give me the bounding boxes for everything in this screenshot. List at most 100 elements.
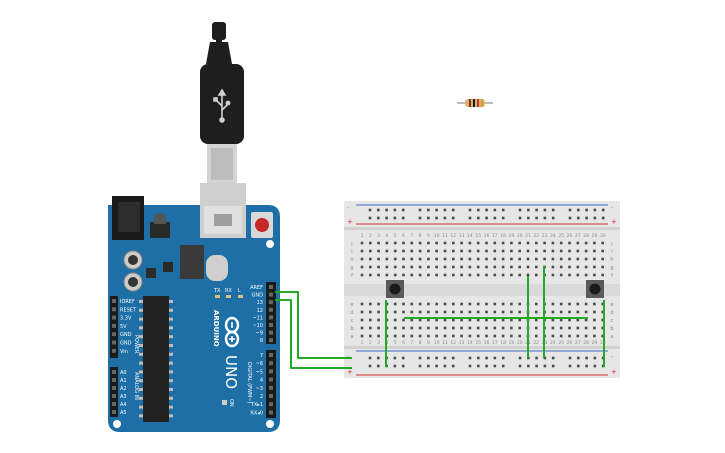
- breadboard-hole[interactable]: [493, 257, 497, 261]
- breadboard-hole[interactable]: [601, 265, 604, 269]
- breadboard-hole[interactable]: [443, 364, 447, 368]
- breadboard-hole[interactable]: [452, 265, 455, 269]
- breadboard-hole[interactable]: [526, 241, 530, 245]
- breadboard-hole[interactable]: [527, 208, 530, 212]
- breadboard-hole[interactable]: [460, 257, 463, 261]
- breadboard-hole[interactable]: [476, 265, 480, 269]
- breadboard-hole[interactable]: [443, 334, 447, 338]
- breadboard-hole[interactable]: [377, 265, 380, 269]
- breadboard-hole[interactable]: [601, 310, 604, 314]
- breadboard-hole[interactable]: [568, 241, 571, 245]
- breadboard-hole[interactable]: [451, 356, 455, 360]
- breadboard-hole[interactable]: [393, 208, 397, 212]
- breadboard-hole[interactable]: [510, 302, 513, 306]
- breadboard-hole[interactable]: [402, 241, 405, 245]
- breadboard-hole[interactable]: [410, 257, 414, 261]
- breadboard-hole[interactable]: [568, 334, 571, 338]
- breadboard-hole[interactable]: [593, 318, 596, 322]
- header-pin[interactable]: [269, 410, 273, 415]
- breadboard-hole[interactable]: [452, 257, 455, 261]
- breadboard-hole[interactable]: [410, 249, 414, 253]
- breadboard-hole[interactable]: [468, 241, 472, 245]
- header-pin[interactable]: [269, 385, 273, 390]
- breadboard-hole[interactable]: [460, 273, 463, 277]
- breadboard-hole[interactable]: [535, 310, 538, 314]
- breadboard-hole[interactable]: [360, 326, 364, 330]
- breadboard-hole[interactable]: [468, 273, 472, 277]
- breadboard-hole[interactable]: [418, 326, 422, 330]
- breadboard-hole[interactable]: [393, 216, 397, 220]
- breadboard-hole[interactable]: [385, 216, 388, 220]
- breadboard-hole[interactable]: [535, 364, 538, 368]
- breadboard-hole[interactable]: [402, 326, 405, 330]
- breadboard-hole[interactable]: [601, 334, 604, 338]
- breadboard-hole[interactable]: [393, 356, 397, 360]
- breadboard-hole[interactable]: [402, 257, 405, 261]
- wire-13-to-plus-rail[interactable]: [275, 299, 352, 369]
- breadboard-hole[interactable]: [402, 310, 405, 314]
- breadboard-hole[interactable]: [360, 310, 364, 314]
- breadboard-hole[interactable]: [551, 302, 555, 306]
- arduino-uno-board[interactable]: TX RX L ARDUINO UNO DIGITAL (PWM~) ON PO…: [108, 183, 280, 432]
- breadboard-hole[interactable]: [543, 208, 547, 212]
- breadboard-hole[interactable]: [468, 265, 472, 269]
- breadboard-hole[interactable]: [435, 249, 438, 253]
- breadboard-hole[interactable]: [543, 364, 547, 368]
- breadboard-hole[interactable]: [584, 265, 588, 269]
- breadboard-hole[interactable]: [584, 318, 588, 322]
- breadboard-hole[interactable]: [476, 318, 480, 322]
- breadboard-hole[interactable]: [427, 356, 430, 360]
- breadboard-hole[interactable]: [501, 241, 505, 245]
- breadboard-hole[interactable]: [593, 356, 597, 360]
- breadboard-hole[interactable]: [393, 249, 397, 253]
- breadboard-hole[interactable]: [360, 334, 364, 338]
- breadboard-hole[interactable]: [476, 310, 480, 314]
- breadboard-hole[interactable]: [576, 265, 580, 269]
- breadboard-hole[interactable]: [410, 273, 414, 277]
- breadboard-hole[interactable]: [501, 265, 505, 269]
- header-pin[interactable]: [269, 377, 273, 382]
- breadboard-hole[interactable]: [493, 249, 497, 253]
- breadboard-hole[interactable]: [435, 257, 438, 261]
- breadboard-hole[interactable]: [584, 326, 588, 330]
- breadboard-hole[interactable]: [518, 208, 522, 212]
- breadboard-hole[interactable]: [593, 249, 596, 253]
- breadboard-hole[interactable]: [460, 326, 463, 330]
- breadboard-hole[interactable]: [410, 310, 414, 314]
- breadboard-hole[interactable]: [418, 273, 422, 277]
- breadboard-hole[interactable]: [518, 302, 521, 306]
- breadboard-hole[interactable]: [468, 302, 472, 306]
- breadboard-hole[interactable]: [501, 356, 505, 360]
- breadboard-hole[interactable]: [535, 208, 538, 212]
- breadboard-hole[interactable]: [584, 310, 588, 314]
- breadboard-hole[interactable]: [369, 326, 372, 330]
- breadboard-hole[interactable]: [584, 257, 588, 261]
- breadboard-hole[interactable]: [518, 273, 521, 277]
- breadboard-hole[interactable]: [601, 241, 604, 245]
- breadboard-hole[interactable]: [418, 364, 422, 368]
- breadboard-hole[interactable]: [369, 273, 372, 277]
- breadboard-hole[interactable]: [551, 310, 555, 314]
- breadboard-hole[interactable]: [501, 216, 505, 220]
- breadboard-hole[interactable]: [501, 364, 505, 368]
- breadboard-hole[interactable]: [401, 216, 405, 220]
- breadboard-hole[interactable]: [427, 241, 430, 245]
- breadboard-hole[interactable]: [485, 302, 488, 306]
- pushbutton-left[interactable]: [386, 280, 404, 298]
- header-pin[interactable]: [269, 338, 273, 343]
- breadboard-hole[interactable]: [410, 265, 414, 269]
- header-pin[interactable]: [112, 315, 116, 320]
- breadboard-hole[interactable]: [510, 265, 513, 269]
- breadboard-hole[interactable]: [477, 216, 480, 220]
- breadboard-hole[interactable]: [418, 356, 422, 360]
- breadboard-hole[interactable]: [418, 265, 422, 269]
- breadboard-hole[interactable]: [593, 241, 596, 245]
- breadboard-hole[interactable]: [402, 318, 405, 322]
- breadboard-hole[interactable]: [451, 216, 455, 220]
- breadboard-hole[interactable]: [427, 257, 430, 261]
- breadboard-hole[interactable]: [510, 241, 513, 245]
- breadboard-hole[interactable]: [485, 326, 488, 330]
- breadboard-hole[interactable]: [477, 364, 480, 368]
- breadboard-hole[interactable]: [477, 208, 480, 212]
- breadboard-hole[interactable]: [369, 302, 372, 306]
